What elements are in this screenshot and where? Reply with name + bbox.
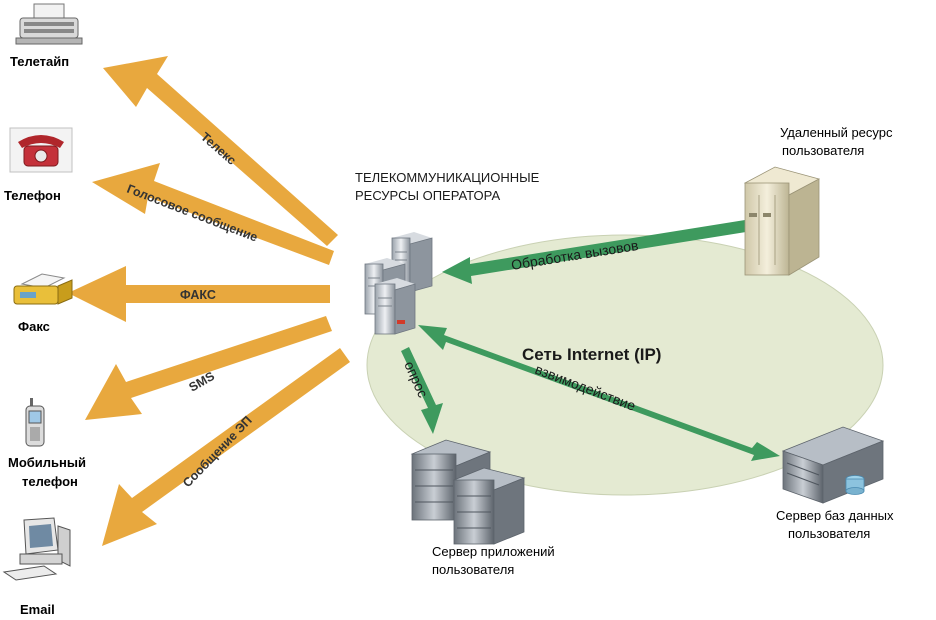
voice-message-arrow [92,163,334,265]
mobile-phone-label-line1: Мобильный [8,455,86,470]
telex-arrow [103,56,338,246]
fax-icon [13,273,73,305]
call-processing-arrow [442,220,746,284]
internet-cloud [366,234,884,496]
fax-label: Факс [18,319,50,334]
computer-icon [2,517,71,581]
app-server-label-line1: Сервер приложений [432,544,555,559]
teletype-label: Телетайп [10,54,69,69]
telephone-icon [9,127,73,173]
app-server-icon [410,439,526,545]
flow-arrows [401,220,780,461]
telephone-label: Телефон [4,188,61,203]
remote-resource-icon [743,166,821,276]
network-label: Сеть Internet (IP) [522,345,661,364]
polling-arrow [401,347,443,434]
remote-resource-label-line2: пользователя [782,143,864,158]
app-server-label-line2: пользователя [432,562,514,577]
channel-arrows [68,56,350,546]
db-server-icon [781,426,885,504]
teletype-icon [15,3,83,45]
email-label: Email [20,602,55,617]
db-server-label-line1: Сервер баз данных [776,508,894,523]
db-server-label-line2: пользователя [788,526,870,541]
operator-servers-icon [364,232,433,335]
fax-arrow [68,266,330,322]
email-arrow [102,348,350,546]
channel-label-email: Сообщение ЭП [180,413,255,490]
remote-resource-label-line1: Удаленный ресурс [780,125,893,140]
channel-label-fax: ФАКС [180,288,216,302]
interaction-arrow [418,325,780,461]
mobile-phone-label-line2: телефон [22,474,78,489]
mobile-phone-icon [25,398,45,447]
operator-label-line2: РЕСУРСЫ ОПЕРАТОРА [355,188,500,203]
operator-label-line1: ТЕЛЕКОММУНИКАЦИОННЫЕ [355,170,540,185]
sms-arrow [85,316,332,420]
